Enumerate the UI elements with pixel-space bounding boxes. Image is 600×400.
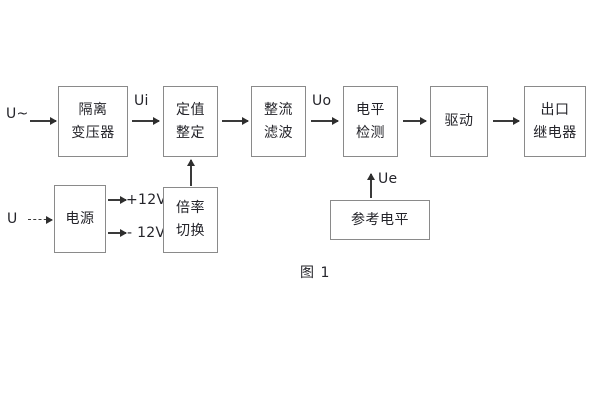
block-setting-value: 定值 整定 <box>163 86 218 157</box>
block-rectify-filter-line-2: 滤波 <box>264 124 293 141</box>
block-setting-value-line-1: 定值 <box>176 101 205 118</box>
block-power-supply-line-1: 电源 <box>65 210 95 227</box>
signal-label-ue: Ue <box>378 171 398 187</box>
block-output-relay-line-2: 继电器 <box>533 124 577 141</box>
figure-caption: 图 1 <box>300 265 331 281</box>
block-output-relay-line-1: 出口 <box>540 101 570 118</box>
arrow-isolation-transformer-to-setting-value <box>132 120 159 122</box>
block-level-detection: 电平 检测 <box>343 86 398 157</box>
block-rectify-filter-line-1: 整流 <box>264 101 293 118</box>
block-reference-level: 参考电平 <box>330 200 430 240</box>
block-drive: 驱动 <box>430 86 488 157</box>
block-reference-level-line-1: 参考电平 <box>351 211 409 228</box>
block-isolation-transformer: 隔离 变压器 <box>58 86 128 157</box>
arrow-input-ac-to-isolation-transformer <box>30 120 56 122</box>
arrow-drive-to-output-relay <box>493 120 519 122</box>
block-drive-line-1: 驱动 <box>444 113 474 130</box>
arrow-multiplier-switch-to-setting-value <box>190 160 192 186</box>
signal-label-ui: Ui <box>134 93 149 109</box>
label-plus-12v: +12V <box>126 192 167 208</box>
label-minus-12v: - 12V <box>127 225 166 241</box>
block-output-relay: 出口 继电器 <box>524 86 586 157</box>
arrow-power-supply-plus-12v <box>108 199 126 201</box>
arrow-power-supply-minus-12v <box>108 232 126 234</box>
arrow-input-dc-to-power-supply <box>28 219 52 220</box>
arrow-level-detection-to-drive <box>403 120 426 122</box>
arrow-setting-value-to-rectify-filter <box>222 120 248 122</box>
arrow-reference-level-to-level-detection <box>370 174 372 198</box>
block-setting-value-line-2: 整定 <box>176 124 205 141</box>
signal-label-uo: Uo <box>312 93 332 109</box>
block-multiplier-switch-line-1: 倍率 <box>176 200 205 217</box>
block-isolation-transformer-line-1: 隔离 <box>78 101 108 118</box>
arrow-rectify-filter-to-level-detection <box>311 120 338 122</box>
block-level-detection-line-1: 电平 <box>356 101 385 118</box>
block-level-detection-line-2: 检测 <box>356 124 385 141</box>
input-label-dc: U <box>7 211 18 227</box>
input-label-ac: U~ <box>6 106 29 122</box>
block-multiplier-switch: 倍率 切换 <box>163 187 218 253</box>
block-multiplier-switch-line-2: 切换 <box>176 223 205 239</box>
block-power-supply: 电源 <box>54 185 106 253</box>
block-isolation-transformer-line-2: 变压器 <box>71 124 115 141</box>
block-rectify-filter: 整流 滤波 <box>251 86 306 157</box>
